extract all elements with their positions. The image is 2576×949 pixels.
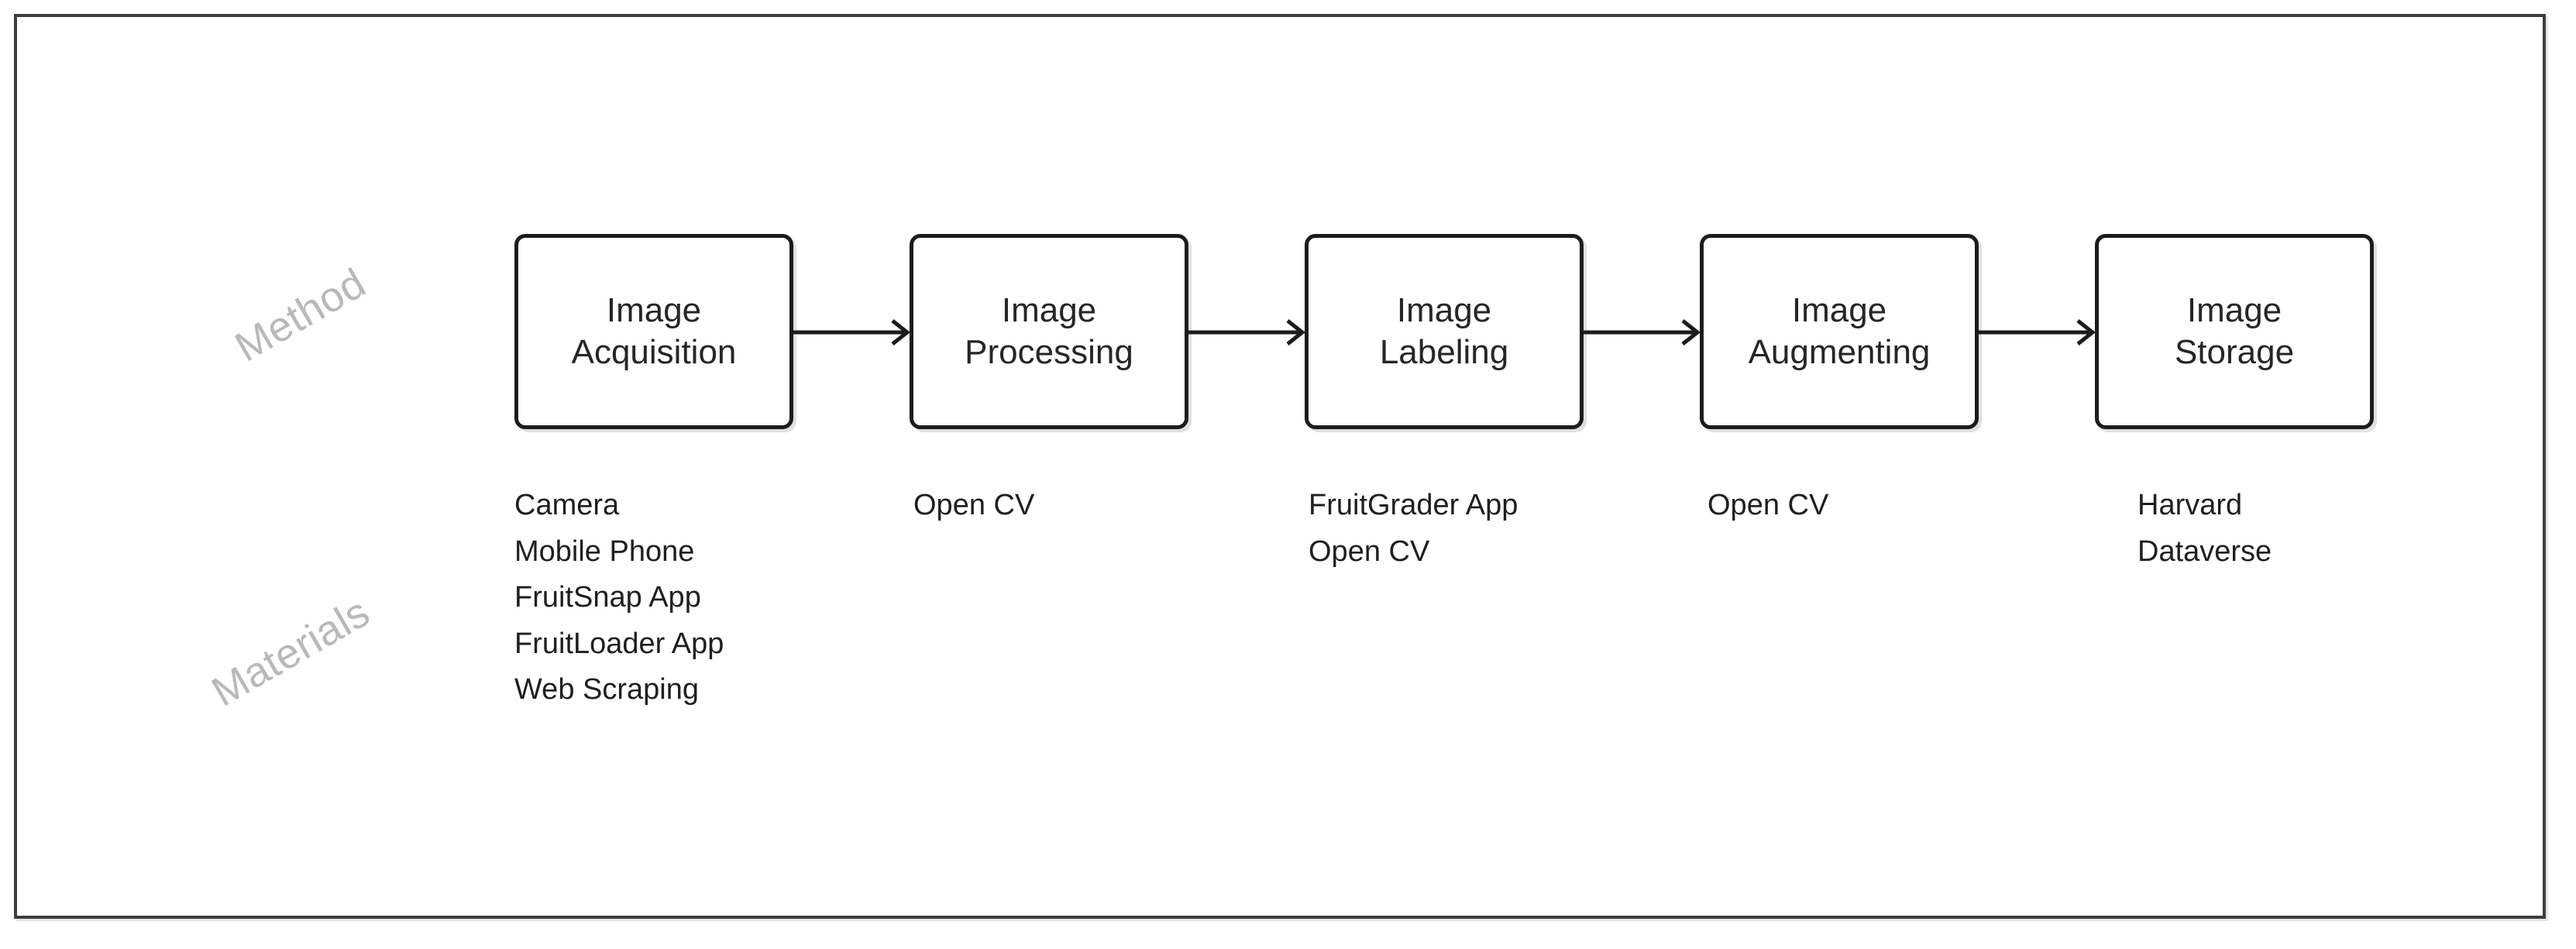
material-item: Dataverse bbox=[2137, 535, 2272, 568]
row-label-materials: Materials bbox=[204, 588, 378, 716]
material-item: FruitSnap App bbox=[514, 581, 701, 614]
material-item: FruitGrader App bbox=[1309, 489, 1518, 521]
stage-title-line2: Acquisition bbox=[571, 333, 737, 371]
materials-list-image-labeling: FruitGrader App Open CV bbox=[1309, 486, 1642, 578]
material-item: Web Scraping bbox=[514, 673, 699, 707]
materials-list-image-processing: Open CV bbox=[913, 486, 1247, 532]
stage-box-image-labeling[interactable]: Image Labeling bbox=[1305, 234, 1584, 429]
material-item: Open CV bbox=[1309, 535, 1430, 568]
stage-title-line1: Image bbox=[1001, 291, 1097, 330]
stage-title-line2: Storage bbox=[2174, 333, 2295, 371]
arrow-right-icon bbox=[1188, 319, 1306, 346]
material-item: Mobile Phone bbox=[514, 535, 695, 568]
diagram-frame: Method Materials Image Acquisition Image… bbox=[14, 14, 2546, 919]
stage-box-image-augmenting[interactable]: Image Augmenting bbox=[1700, 234, 1979, 429]
materials-list-image-augmenting: Open CV bbox=[1708, 486, 2041, 532]
arrow-right-icon bbox=[1979, 319, 2096, 346]
stage-title-line2: Processing bbox=[965, 333, 1133, 371]
material-item: Open CV bbox=[913, 489, 1035, 521]
arrow-right-icon bbox=[793, 319, 911, 346]
stage-box-image-processing[interactable]: Image Processing bbox=[910, 234, 1188, 429]
stage-title-line2: Labeling bbox=[1379, 333, 1509, 371]
connector-processing-to-labeling bbox=[1188, 319, 1306, 346]
materials-list-image-acquisition: Camera Mobile Phone FruitSnap App FruitL… bbox=[514, 486, 848, 717]
connector-acquisition-to-processing bbox=[793, 319, 911, 346]
material-item: Harvard bbox=[2137, 489, 2243, 521]
material-item: Open CV bbox=[1708, 489, 1829, 521]
connector-labeling-to-augmenting bbox=[1584, 319, 1701, 346]
stage-box-image-storage[interactable]: Image Storage bbox=[2095, 234, 2374, 429]
material-item: FruitLoader App bbox=[514, 627, 724, 660]
stage-title-line1: Image bbox=[2186, 291, 2282, 330]
arrow-right-icon bbox=[1584, 319, 1701, 346]
connector-augmenting-to-storage bbox=[1979, 319, 2096, 346]
stage-title-line1: Image bbox=[606, 291, 702, 330]
stage-title-line2: Augmenting bbox=[1748, 333, 1931, 371]
materials-list-image-storage: Harvard Dataverse bbox=[2137, 486, 2471, 578]
stage-box-image-acquisition[interactable]: Image Acquisition bbox=[514, 234, 793, 429]
stage-title-line1: Image bbox=[1791, 291, 1887, 330]
stage-title-line1: Image bbox=[1396, 291, 1492, 330]
material-item: Camera bbox=[514, 489, 620, 521]
row-label-method: Method bbox=[227, 260, 374, 371]
